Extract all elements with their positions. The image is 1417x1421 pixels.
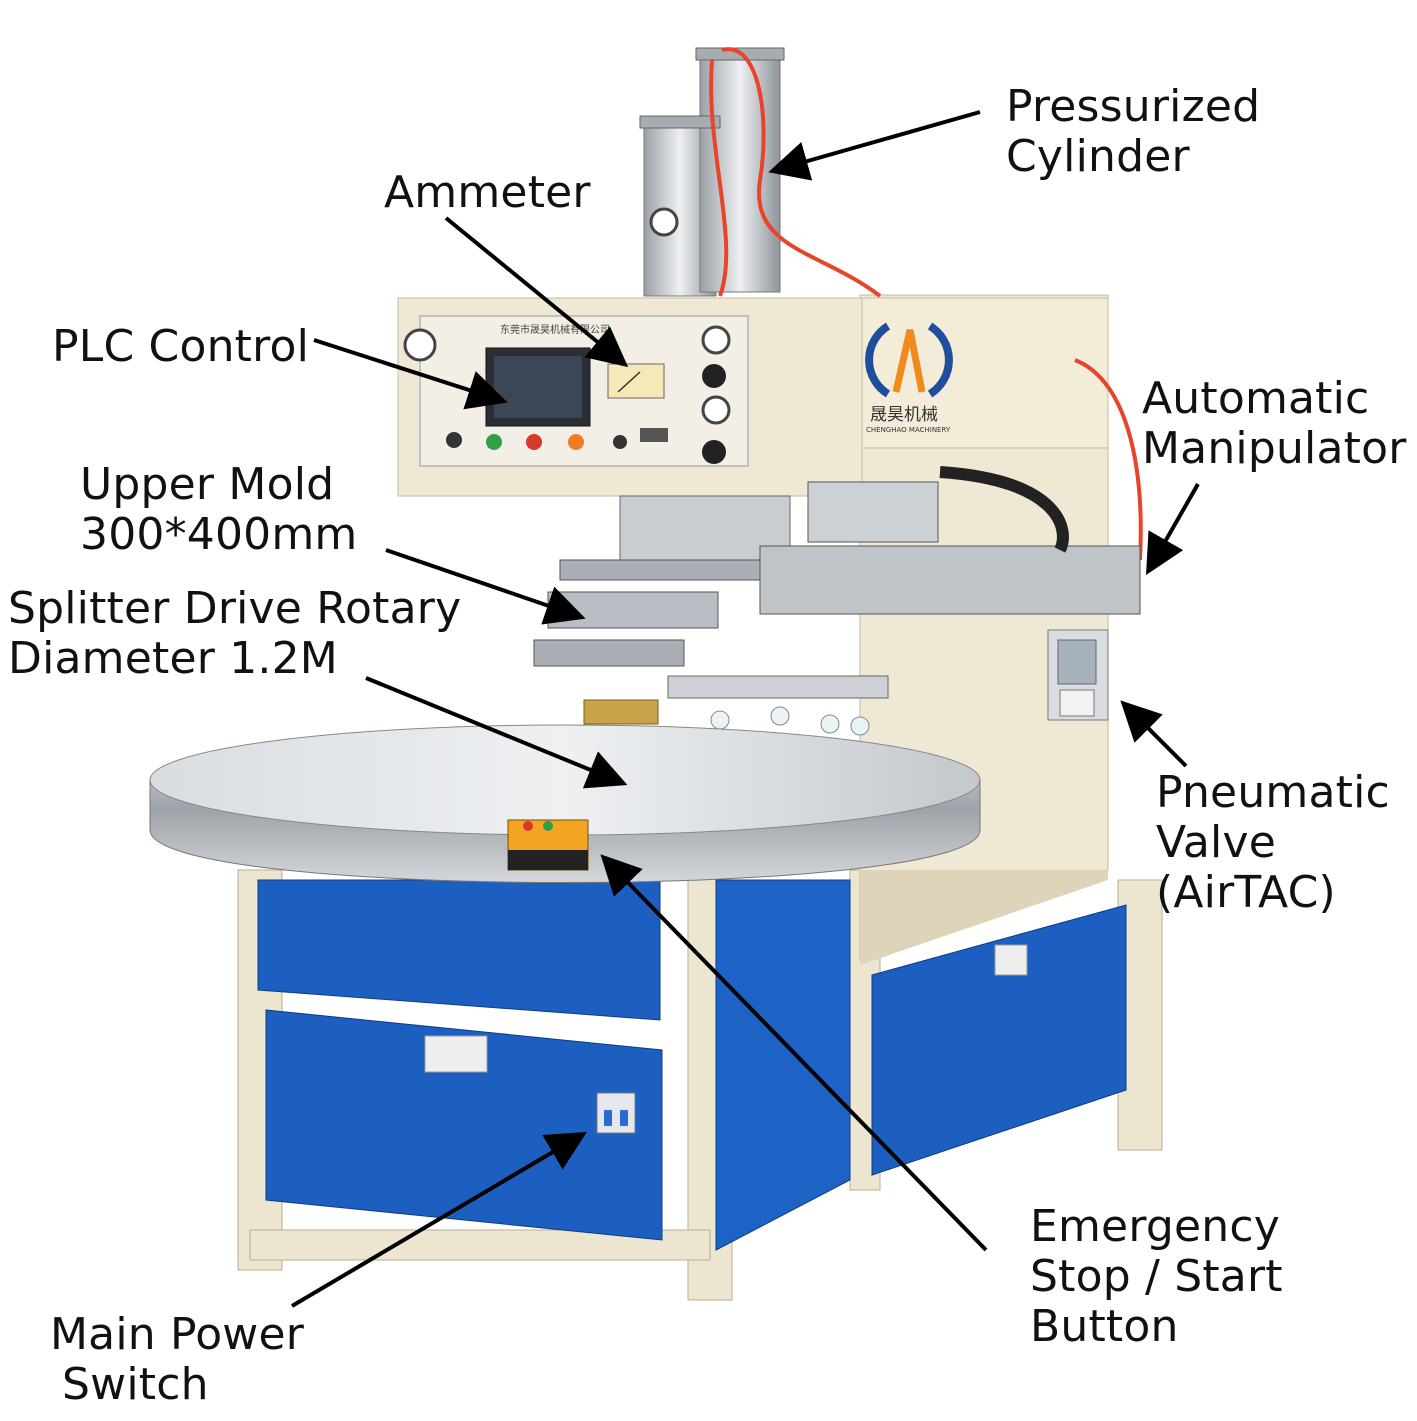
label-line: PLC Control — [52, 321, 310, 372]
label-line: Emergency — [1030, 1201, 1280, 1252]
label-line: Diameter 1.2M — [8, 633, 338, 684]
label-line: Manipulator — [1142, 423, 1407, 474]
manipulator-arm — [759, 545, 1141, 615]
pneumatic-valve-unit — [1057, 639, 1097, 685]
label-pneumatic-valve: Pneumatic Valve (AirTAC) — [1156, 768, 1390, 918]
label-upper-mold: Upper Mold 300*400mm — [80, 460, 358, 560]
arrow-pneumatic-valve — [1120, 700, 1188, 768]
label-ammeter: Ammeter — [384, 168, 591, 218]
label-line: Valve — [1156, 817, 1276, 868]
logo-text: 晟昊机械 — [870, 405, 938, 425]
label-splitter-drive-rotary: Splitter Drive Rotary Diameter 1.2M — [8, 584, 461, 684]
label-line: (AirTAC) — [1156, 867, 1336, 918]
label-line: Switch — [62, 1359, 209, 1410]
callout-arrows — [290, 110, 1200, 1308]
stop-button-icon — [526, 434, 542, 450]
pressure-gauge-icon — [403, 328, 437, 362]
label-line: Upper Mold — [80, 459, 335, 510]
label-automatic-manipulator: Automatic Manipulator — [1142, 374, 1407, 474]
label-line: Pressurized — [1006, 81, 1261, 132]
label-line: Stop / Start — [1030, 1251, 1283, 1302]
ammeter-gauge — [607, 363, 665, 399]
mold-and-manipulator — [533, 466, 1141, 736]
label-line: Cylinder — [1006, 131, 1190, 182]
label-main-power-switch: Main Power Switch — [50, 1310, 304, 1410]
label-line: Ammeter — [384, 167, 591, 218]
label-line: Button — [1030, 1301, 1179, 1352]
arrow-ammeter — [444, 216, 629, 368]
arrow-emergency-stop — [600, 854, 988, 1252]
label-line: Pneumatic — [1156, 767, 1390, 818]
power-switch-box — [596, 1092, 636, 1134]
arrow-plc-control — [313, 338, 508, 410]
arrow-automatic-manipulator — [1146, 483, 1200, 575]
arrow-upper-mold — [385, 548, 586, 625]
brand-logo: 晟昊机械 CHENGHAO MACHINERY — [865, 322, 953, 434]
pressurized-cylinder-unit — [639, 47, 1143, 561]
label-line: Automatic — [1142, 373, 1370, 424]
start-button-icon — [486, 434, 502, 450]
label-plc-control: PLC Control — [52, 322, 309, 372]
base-frame — [237, 869, 1163, 1301]
rotary-table — [149, 724, 981, 883]
panel-header-text: 东莞市晟昊机械有限公司 — [500, 323, 610, 336]
arrow-pressurized-cylinder — [768, 110, 981, 181]
control-panel: 东莞市晟昊机械有限公司 — [397, 297, 1109, 497]
label-pressurized-cylinder: Pressurized Cylinder — [1006, 82, 1260, 182]
label-emergency-stop-start-button: Emergency Stop / Start Button — [1030, 1202, 1283, 1352]
label-line: 300*400mm — [80, 509, 358, 560]
label-line: Main Power — [50, 1309, 305, 1360]
logo-subtext: CHENGHAO MACHINERY — [866, 426, 951, 434]
arrow-splitter-drive — [365, 676, 628, 789]
arrow-main-power-switch — [290, 1131, 587, 1308]
label-line: Splitter Drive Rotary — [8, 583, 462, 634]
upper-mold — [547, 591, 719, 629]
blue-cabinet-panels — [257, 879, 1127, 1251]
